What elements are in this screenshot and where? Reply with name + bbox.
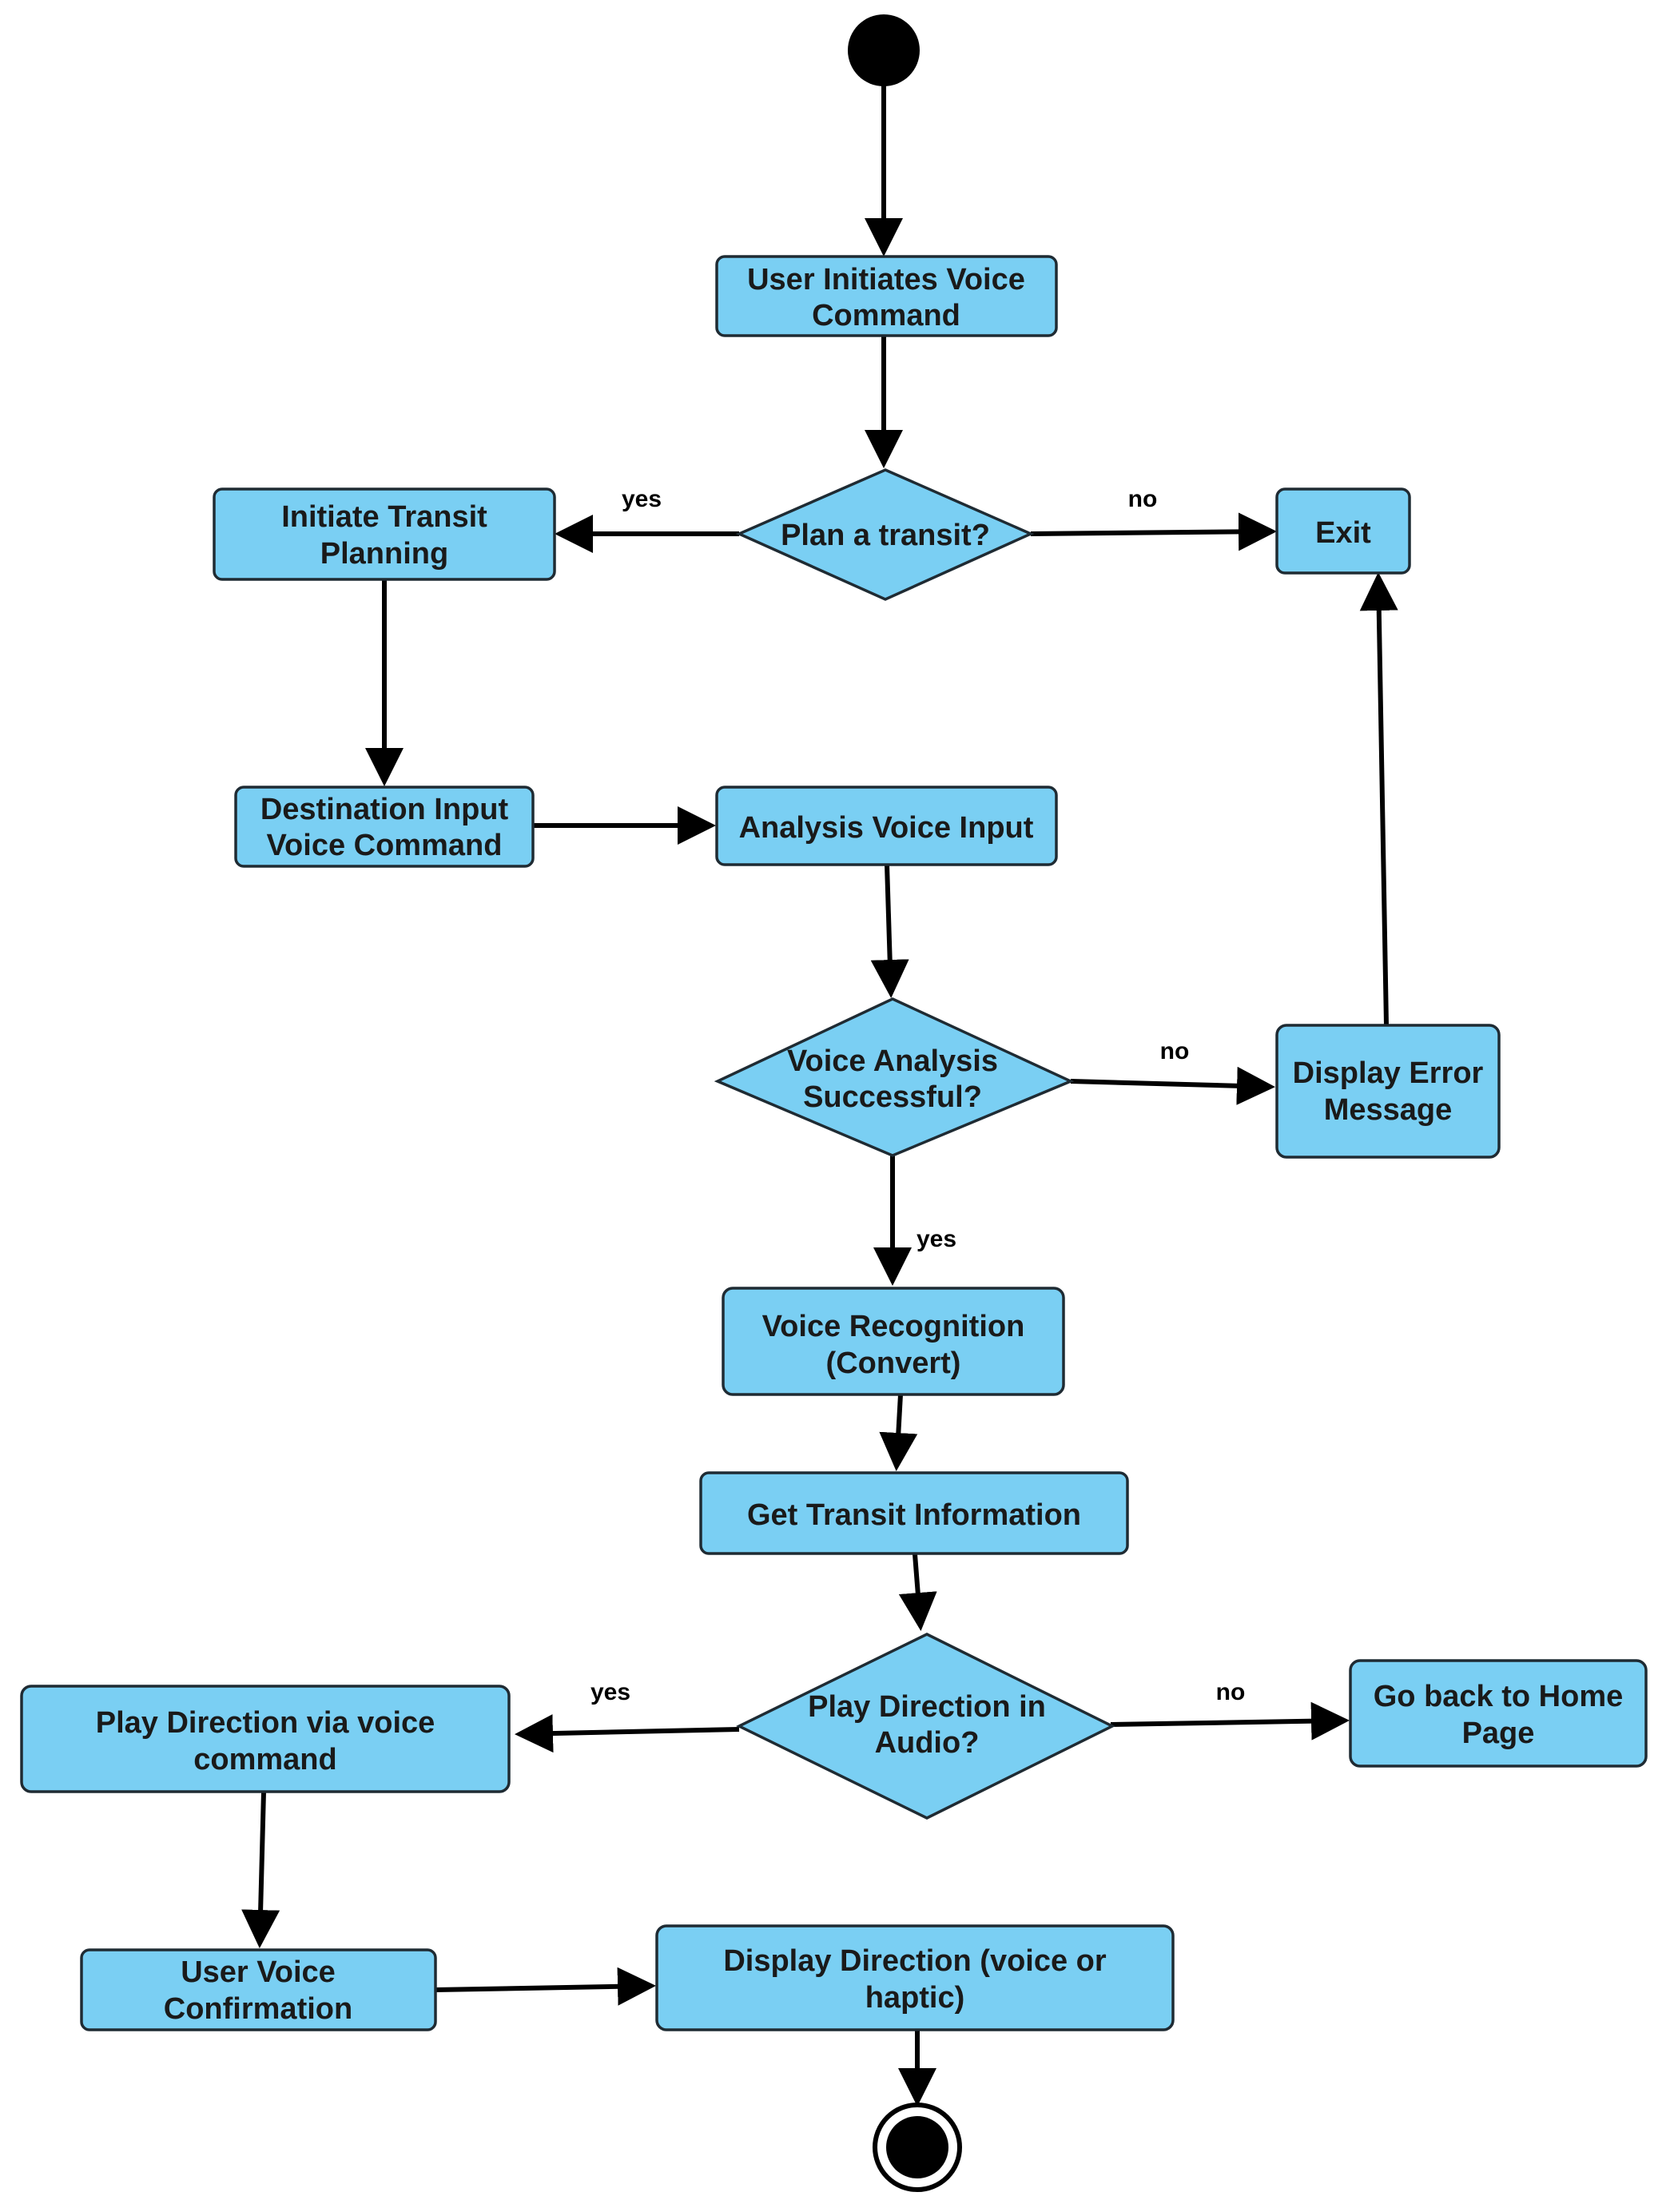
node-label-line: Get Transit Information xyxy=(747,1498,1081,1532)
node-analysis-voice-input: Analysis Voice Input xyxy=(715,786,1058,866)
edge-analysis-to-voice-ok xyxy=(870,864,909,998)
edge-confirmation-to-display xyxy=(435,1967,656,2006)
edge-label-play-no: no xyxy=(1216,1679,1246,1705)
node-label-line: Voice Recognition xyxy=(762,1310,1025,1343)
node-label-line: Play Direction in xyxy=(808,1690,1046,1724)
edge-transit-to-play-q xyxy=(898,1554,937,1631)
node-label-line: Voice Command xyxy=(267,829,503,862)
nodes: User Initiates Voice Command Plan a tran… xyxy=(20,255,1648,2031)
edge-label-play-yes: yes xyxy=(590,1679,630,1705)
node-label-line: Exit xyxy=(1315,516,1371,550)
decision-play-direction-in-audio: Play Direction in Audio? xyxy=(736,1633,1115,1820)
node-label-line: Confirmation xyxy=(164,1992,352,2026)
decision-voice-analysis-successful: Voice Analysis Successful? xyxy=(714,997,1075,1157)
node-label-line: Command xyxy=(812,299,960,332)
edge-analysis-no xyxy=(1070,1066,1275,1105)
node-user-initiates-voice-command: User Initiates Voice Command xyxy=(715,255,1058,337)
node-label-line: Display Error xyxy=(1293,1056,1484,1090)
node-label-line: Planning xyxy=(320,537,448,571)
node-label-line: User Initiates Voice xyxy=(747,263,1025,296)
node-label-line: Analysis Voice Input xyxy=(739,811,1034,845)
edge-recognition-to-transit xyxy=(879,1394,918,1471)
node-exit: Exit xyxy=(1275,487,1411,575)
node-label-line: (Convert) xyxy=(826,1347,961,1380)
edge-labels: yes no no yes yes no xyxy=(590,486,1245,1705)
node-go-back-to-home-page: Go back to Home Page xyxy=(1349,1659,1648,1768)
node-initiate-transit-planning: Initiate Transit Planning xyxy=(213,487,556,581)
node-label-line: Successful? xyxy=(803,1080,982,1114)
node-label-line: Voice Analysis xyxy=(787,1044,998,1078)
node-play-direction-via-voice-command: Play Direction via voice command xyxy=(20,1685,511,1793)
edge-via-voice-to-confirmation xyxy=(241,1791,280,1948)
end-node xyxy=(873,2103,962,2192)
node-label-line: Audio? xyxy=(875,1726,980,1760)
edge-label-analysis-yes: yes xyxy=(917,1226,956,1252)
edge-label-analysis-no: no xyxy=(1160,1038,1190,1064)
node-get-transit-information: Get Transit Information xyxy=(699,1471,1129,1555)
node-label-line: Display Direction (voice or xyxy=(723,1944,1107,1978)
node-label-line: Page xyxy=(1462,1717,1535,1750)
node-display-error-message: Display Error Message xyxy=(1275,1024,1501,1159)
node-label-line: Destination Input xyxy=(260,793,509,826)
node-display-direction-voice-or-haptic: Display Direction (voice or haptic) xyxy=(655,1924,1175,2031)
decision-plan-a-transit: Plan a transit? xyxy=(735,468,1035,601)
edge-label-plan-no: no xyxy=(1128,486,1158,512)
node-label-line: Play Direction via voice xyxy=(96,1706,435,1740)
node-label-line: Message xyxy=(1324,1093,1453,1127)
node-label-line: Plan a transit? xyxy=(781,519,990,552)
node-voice-recognition-convert: Voice Recognition (Convert) xyxy=(722,1287,1065,1396)
edge-play-no xyxy=(1110,1701,1350,1741)
node-destination-input-voice-command: Destination Input Voice Command xyxy=(234,786,535,868)
node-user-voice-confirmation: User Voice Confirmation xyxy=(80,1948,437,2031)
edge-play-yes xyxy=(515,1714,740,1753)
edge-label-plan-yes: yes xyxy=(622,486,662,512)
node-label-line: User Voice xyxy=(181,1955,336,1989)
edges xyxy=(241,84,1398,2107)
edge-error-to-exit xyxy=(1359,572,1398,1026)
edge-plan-no xyxy=(1030,512,1277,551)
node-label-line: Initiate Transit xyxy=(281,500,487,534)
node-label-line: haptic) xyxy=(865,1981,965,2015)
start-node xyxy=(848,14,920,86)
node-label-line: command xyxy=(193,1743,336,1776)
node-label-line: Go back to Home xyxy=(1374,1680,1624,1713)
